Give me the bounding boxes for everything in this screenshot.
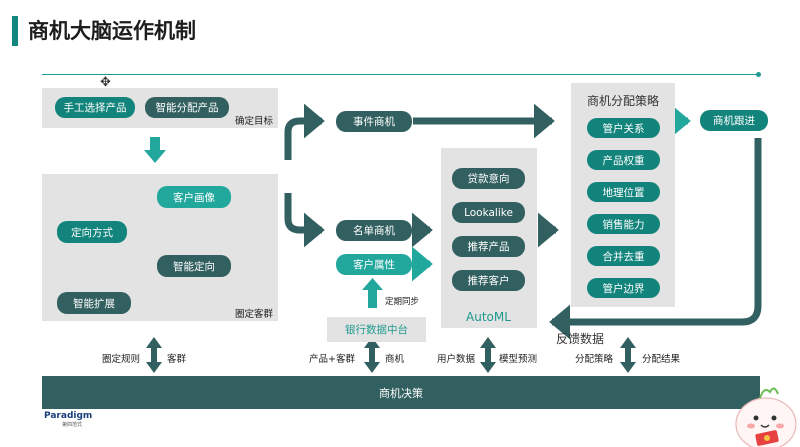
arrow-feedback-loop [549,138,762,340]
automl-item-loan-intent[interactable]: 贷款意向 [452,168,525,189]
paradigm-logo: Paradigm [44,411,93,421]
label-model-predict: 模型预测 [499,354,538,365]
automl-item-recommend-product[interactable]: 推荐产品 [452,236,525,257]
title-accent-bar [12,16,18,46]
feedback-data-label: 反馈数据 [556,332,605,346]
sync-label: 定期同步 [385,297,420,307]
label-alloc-strategy: 分配策略 [575,354,614,365]
event-opportunity[interactable]: 事件商机 [336,111,412,132]
product-panel-label: 确定目标 [235,116,274,127]
audience-panel-label: 圈定客群 [235,309,274,320]
targeting-method[interactable]: 定向方式 [57,221,127,243]
move-cursor-icon: ✥ [100,75,111,90]
strategy-item-sales-capacity[interactable]: 销售能力 [587,214,660,234]
label-audience: 客群 [167,354,187,365]
title-divider [42,74,758,75]
paradigm-logo-sub: 第四范式 [62,422,83,428]
automl-item-lookalike[interactable]: Lookalike [452,202,525,223]
page-title: 商机大脑运作机制 [28,19,196,43]
strategy-item-product-weight[interactable]: 产品权重 [587,150,660,170]
arrow-product-to-audience [144,137,166,163]
label-user-data: 用户数据 [437,354,476,365]
smart-targeting[interactable]: 智能定向 [157,255,231,277]
decision-band: 商机决策 [42,376,760,409]
label-product-audience: 产品+客群 [309,354,355,365]
arrow-to-list-opportunity [284,193,325,248]
strategy-item-account-relation[interactable]: 管户关系 [587,118,660,138]
customer-profile[interactable]: 客户画像 [157,186,231,208]
arrow-bank-to-attr [362,278,383,308]
bank-data-center[interactable]: 银行数据中台 [327,317,426,342]
smart-expansion[interactable]: 智能扩展 [57,292,131,314]
strategy-item-location[interactable]: 地理位置 [587,182,660,202]
strategy-item-account-boundary[interactable]: 管户边界 [587,278,660,298]
list-opportunity[interactable]: 名单商机 [336,220,412,241]
customer-attributes[interactable]: 客户属性 [336,254,412,275]
automl-item-recommend-customer[interactable]: 推荐客户 [452,270,525,291]
manual-select-product[interactable]: 手工选择产品 [55,97,135,118]
label-alloc-result: 分配结果 [642,354,681,365]
strategy-title: 商机分配策略 [587,94,660,108]
automl-label: AutoML [466,310,511,324]
mascot-sticker-icon [735,387,797,447]
strategy-item-merge-dedup[interactable]: 合并去重 [587,246,660,266]
opportunity-follow-up[interactable]: 商机跟进 [700,110,768,131]
bottom-double-arrows [146,337,636,373]
smart-allocate-product[interactable]: 智能分配产品 [145,97,229,118]
label-circle-rules: 圈定规则 [102,354,141,365]
arrow-to-event-opportunity [284,103,325,160]
divider-end-dot [756,72,761,77]
label-opportunity: 商机 [385,354,405,365]
